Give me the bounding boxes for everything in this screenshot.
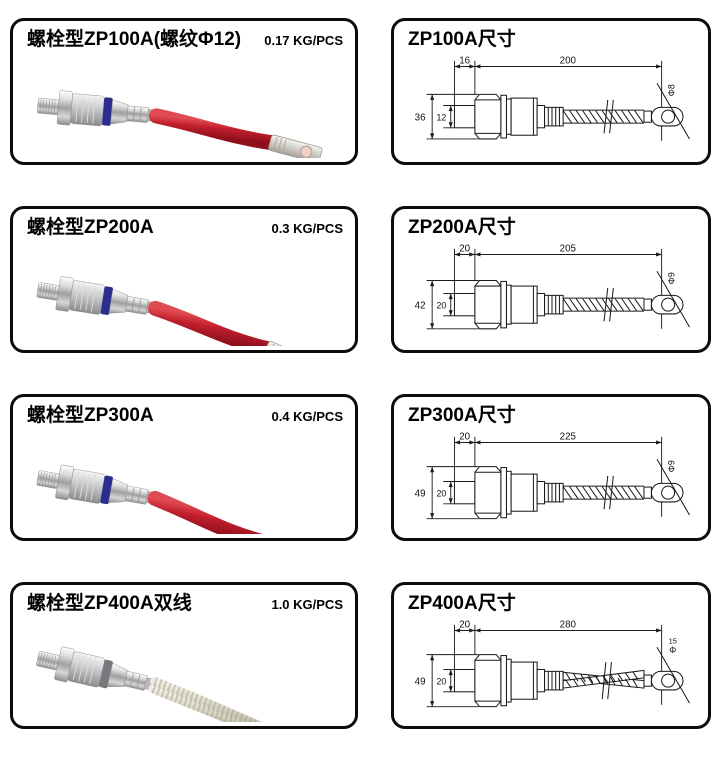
- svg-text:Φ8: Φ8: [667, 84, 677, 96]
- svg-text:205: 205: [560, 244, 577, 255]
- product-weight: 0.4 KG/PCS: [271, 409, 343, 424]
- svg-text:Φ9: Φ9: [667, 460, 677, 472]
- product-weight: 0.17 KG/PCS: [264, 33, 343, 48]
- product-photo-illustration: [36, 646, 278, 722]
- svg-text:49: 49: [415, 676, 426, 687]
- dimension-title: ZP300A尺寸: [408, 405, 516, 426]
- product-weight: 1.0 KG/PCS: [271, 597, 343, 612]
- catalog-grid: 螺栓型ZP100A(螺纹Φ12) 0.17 KG/PCS ZP100A尺寸 16…: [10, 18, 711, 729]
- svg-text:15: 15: [669, 636, 677, 645]
- product-photo-illustration: [36, 464, 278, 534]
- svg-text:42: 42: [415, 300, 426, 311]
- svg-text:20: 20: [437, 300, 447, 310]
- dimension-panel-1: ZP100A尺寸 16 200 36 12 Φ8: [391, 18, 711, 165]
- svg-text:Φ9: Φ9: [667, 272, 677, 284]
- product-panel-3: 螺栓型ZP300A 0.4 KG/PCS: [10, 394, 358, 541]
- product-header: 螺栓型ZP400A双线 1.0 KG/PCS: [27, 591, 343, 617]
- product-panel-2: 螺栓型ZP200A 0.3 KG/PCS: [10, 206, 358, 353]
- svg-text:280: 280: [560, 620, 577, 631]
- product-photo-illustration: [37, 90, 323, 158]
- product-title: 螺栓型ZP300A: [27, 405, 154, 426]
- product-title: 螺栓型ZP200A: [27, 217, 154, 238]
- dimension-drawing: 16 200 36 12 Φ8: [415, 56, 690, 141]
- svg-text:20: 20: [459, 432, 470, 443]
- svg-text:200: 200: [560, 56, 577, 67]
- dimension-drawing: 20 280 49 20 15Φ: [415, 620, 690, 708]
- dimension-title: ZP100A尺寸: [408, 29, 516, 50]
- svg-text:20: 20: [459, 244, 470, 255]
- svg-text:Φ: Φ: [669, 645, 676, 655]
- svg-text:20: 20: [459, 620, 470, 631]
- product-panel-1: 螺栓型ZP100A(螺纹Φ12) 0.17 KG/PCS: [10, 18, 358, 165]
- svg-text:20: 20: [437, 488, 447, 498]
- svg-text:49: 49: [415, 488, 426, 499]
- svg-text:20: 20: [437, 676, 447, 686]
- product-title: 螺栓型ZP400A双线: [27, 593, 192, 614]
- dimension-title: ZP200A尺寸: [408, 217, 516, 238]
- product-header: 螺栓型ZP100A(螺纹Φ12) 0.17 KG/PCS: [27, 27, 343, 53]
- product-photo-illustration: [36, 276, 317, 346]
- product-title: 螺栓型ZP100A(螺纹Φ12): [27, 29, 242, 50]
- product-header: 螺栓型ZP200A 0.3 KG/PCS: [27, 215, 343, 241]
- svg-text:16: 16: [459, 56, 470, 67]
- dimension-title: ZP400A尺寸: [408, 593, 516, 614]
- product-weight: 0.3 KG/PCS: [271, 221, 343, 236]
- svg-text:225: 225: [560, 432, 577, 443]
- svg-text:12: 12: [437, 112, 447, 122]
- product-panel-4: 螺栓型ZP400A双线 1.0 KG/PCS: [10, 582, 358, 729]
- product-header: 螺栓型ZP300A 0.4 KG/PCS: [27, 403, 343, 429]
- svg-text:36: 36: [415, 112, 426, 123]
